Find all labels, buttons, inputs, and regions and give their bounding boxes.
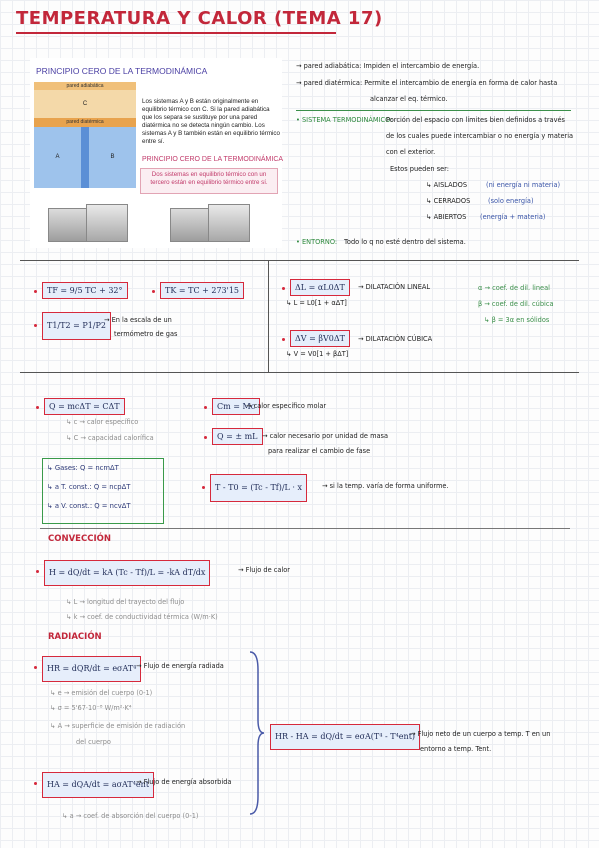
- absorption-note: ↳ a → coef. de absorción del cuerpo (0-1…: [62, 812, 199, 820]
- alpha-note: α → coef. de dil. lineal: [478, 284, 550, 292]
- bullet: [282, 287, 285, 290]
- linear-dilation-note: → DILATACIÓN LINEAL: [358, 283, 431, 291]
- divider-vertical: [268, 260, 269, 372]
- panel-text: Los sistemas A y B están originalmente e…: [142, 98, 280, 145]
- system-def-1: Porción del espacio con límites bien def…: [386, 116, 565, 124]
- label-diathermic: pared diatérmica: [34, 118, 136, 127]
- bullet: [34, 324, 37, 327]
- adiabatic-wall: [81, 127, 89, 188]
- gas-note-2: termómetro de gas: [114, 330, 178, 338]
- type-isolated-note: (ni energía ni materia): [486, 181, 561, 189]
- bullet: [152, 290, 155, 293]
- env-label: • ENTORNO:: [296, 238, 338, 246]
- bullet: [204, 406, 207, 409]
- sigma-note: ↳ σ = 5'67·10⁻⁸ W/m²·K⁴: [50, 704, 132, 712]
- formula-gas-thermometer: T1/T2 = P1/P2: [42, 312, 111, 340]
- formula-radiated-flow: HR = dQR/dt = eσAT⁴: [42, 656, 142, 682]
- gas-note-1: → En la escala de un: [104, 316, 172, 324]
- note-diathermic: → pared diatérmica: Permite el intercamb…: [296, 79, 558, 87]
- area-note-2: del cuerpo: [76, 738, 111, 746]
- divider-2: [20, 372, 579, 373]
- formula-temperature-gradient: T - T0 = (Tc - Tf)/L · x: [210, 474, 308, 502]
- heat-capacity-note: ↳ C → capacidad calorífica: [66, 434, 154, 442]
- block-4: [208, 204, 250, 242]
- molar-heat-note: → calor específico molar: [246, 402, 327, 410]
- types-intro: Estos pueden ser:: [390, 165, 449, 173]
- bullet: [36, 406, 39, 409]
- cubic-dilation-note: → DILATACIÓN CÚBICA: [358, 335, 433, 343]
- type-open: ↳ ABIERTOS: [426, 213, 467, 221]
- gases-const-t-row: ↳ a T. const.: Q = ncpΔT: [47, 483, 131, 491]
- bullet: [204, 436, 207, 439]
- formula-molar-heat: Cm = Mc: [212, 398, 261, 415]
- heat-flow-note: → Flujo de calor: [238, 566, 290, 574]
- diagram: pared adiabática C pared diatérmica A B: [34, 82, 136, 188]
- temperature-gradient-note: → si la temp. varía de forma uniforme.: [322, 482, 449, 490]
- type-open-note: (energía + materia): [480, 213, 546, 221]
- length-note: ↳ L → longitud del trayecto del flujo: [66, 598, 185, 606]
- linear-dilation-eq: ↳ L = L0[1 + αΔT]: [286, 299, 347, 307]
- beta-note: β → coef. de dil. cúbica: [478, 300, 554, 308]
- formula-cubic-dilation: ΔV = βV0ΔT: [290, 330, 350, 347]
- divider-1: [20, 260, 579, 261]
- formula-kelvin: TK = TC + 273'15: [160, 282, 244, 299]
- panel-title: PRINCIPIO CERO DE LA TERMODINÁMICA: [36, 66, 208, 76]
- formula-fahrenheit: TF = 9/5 TC + 32°: [42, 282, 128, 299]
- conductivity-note: ↳ k → coef. de conductividad térmica (W/…: [66, 613, 218, 621]
- formula-net-flow: HR - HA = dQ/dt = eσA(T⁴ - T⁴ent): [270, 724, 421, 750]
- specific-heat-note: ↳ c → calor específico: [66, 418, 139, 426]
- net-flow-note-1: → Flujo neto de un cuerpo a temp. T en u…: [410, 730, 551, 738]
- system-a: A: [34, 127, 81, 188]
- latent-heat-note-1: → calor necesario por unidad de masa: [262, 432, 389, 440]
- formula-latent-heat: Q = ± mL: [212, 428, 263, 445]
- system-label: • SISTEMA TERMODINÁMICO:: [296, 116, 393, 124]
- area-note-1: ↳ A → superficie de emisión de radiación: [50, 722, 186, 730]
- system-b: B: [89, 127, 136, 188]
- radiated-flow-note: → Flujo de energía radiada: [136, 662, 224, 670]
- emission-note: ↳ e → emisión del cuerpo (0-1): [50, 689, 153, 697]
- note-diathermic-2: alcanzar el eq. térmico.: [370, 95, 448, 103]
- type-isolated: ↳ AISLADOS: [426, 181, 468, 189]
- curly-brace: [249, 651, 265, 815]
- gases-const-v-row: ↳ a V. const.: Q = ncvΔT: [47, 502, 131, 510]
- panel-box: Dos sistemas en equilibrio térmico con u…: [140, 168, 278, 194]
- env-def: Todo lo q no esté dentro del sistema.: [344, 238, 466, 246]
- cubic-dilation-eq: ↳ V = V0[1 + βΔT]: [286, 350, 349, 358]
- formula-heat-flow: H = dQ/dt = kA (Tc - Tf)/L = -kA dT/dx: [44, 560, 211, 586]
- formula-absorbed-flow: HA = dQA/dt = aσAT⁴ent: [42, 772, 155, 798]
- latent-heat-note-2: para realizar el cambio de fase: [268, 447, 371, 455]
- convection-heading: CONVECCIÓN: [48, 534, 111, 544]
- zeroth-law-panel: PRINCIPIO CERO DE LA TERMODINÁMICA pared…: [30, 58, 284, 248]
- bullet: [34, 666, 37, 669]
- system-def-2: de los cuales puede intercambiar o no en…: [386, 132, 574, 140]
- note-adiabatic: → pared adiabática: Impiden el intercamb…: [296, 62, 480, 70]
- net-flow-note-2: entorno a temp. Tent.: [420, 745, 492, 753]
- absorbed-flow-note: → Flujo de energía absorbida: [136, 778, 232, 786]
- beta-solid-note: ↳ β = 3α en sólidos: [484, 316, 550, 324]
- block-2: [86, 204, 128, 242]
- bullet: [282, 338, 285, 341]
- type-closed-note: (solo energía): [488, 197, 534, 205]
- bullet: [34, 290, 37, 293]
- system-c: C: [34, 90, 136, 118]
- type-closed: ↳ CERRADOS: [426, 197, 471, 205]
- formula-linear-dilation: ΔL = αL0ΔT: [290, 279, 350, 296]
- block-1: [48, 208, 90, 242]
- gases-row: ↳ Gases: Q = ncmΔT: [47, 464, 119, 472]
- radiation-heading: RADIACIÓN: [48, 632, 102, 642]
- system-def-3: con el exterior.: [386, 148, 436, 156]
- label-adiabatic-top: pared adiabática: [34, 82, 136, 90]
- bullet: [34, 782, 37, 785]
- gases-box: ↳ Gases: Q = ncmΔT ↳ a T. const.: Q = nc…: [42, 458, 164, 524]
- panel-subtitle: PRINCIPIO CERO DE LA TERMODINÁMICA: [142, 156, 284, 163]
- formula-heat: Q = mcΔT = CΔT: [44, 398, 125, 415]
- page-title: TEMPERATURA Y CALOR (TEMA 17): [16, 8, 383, 29]
- block-3: [170, 208, 212, 242]
- title-underline: [16, 32, 336, 34]
- divider-3: [40, 528, 570, 529]
- bullet: [36, 570, 39, 573]
- bullet: [202, 486, 205, 489]
- divider-notes: [296, 110, 571, 111]
